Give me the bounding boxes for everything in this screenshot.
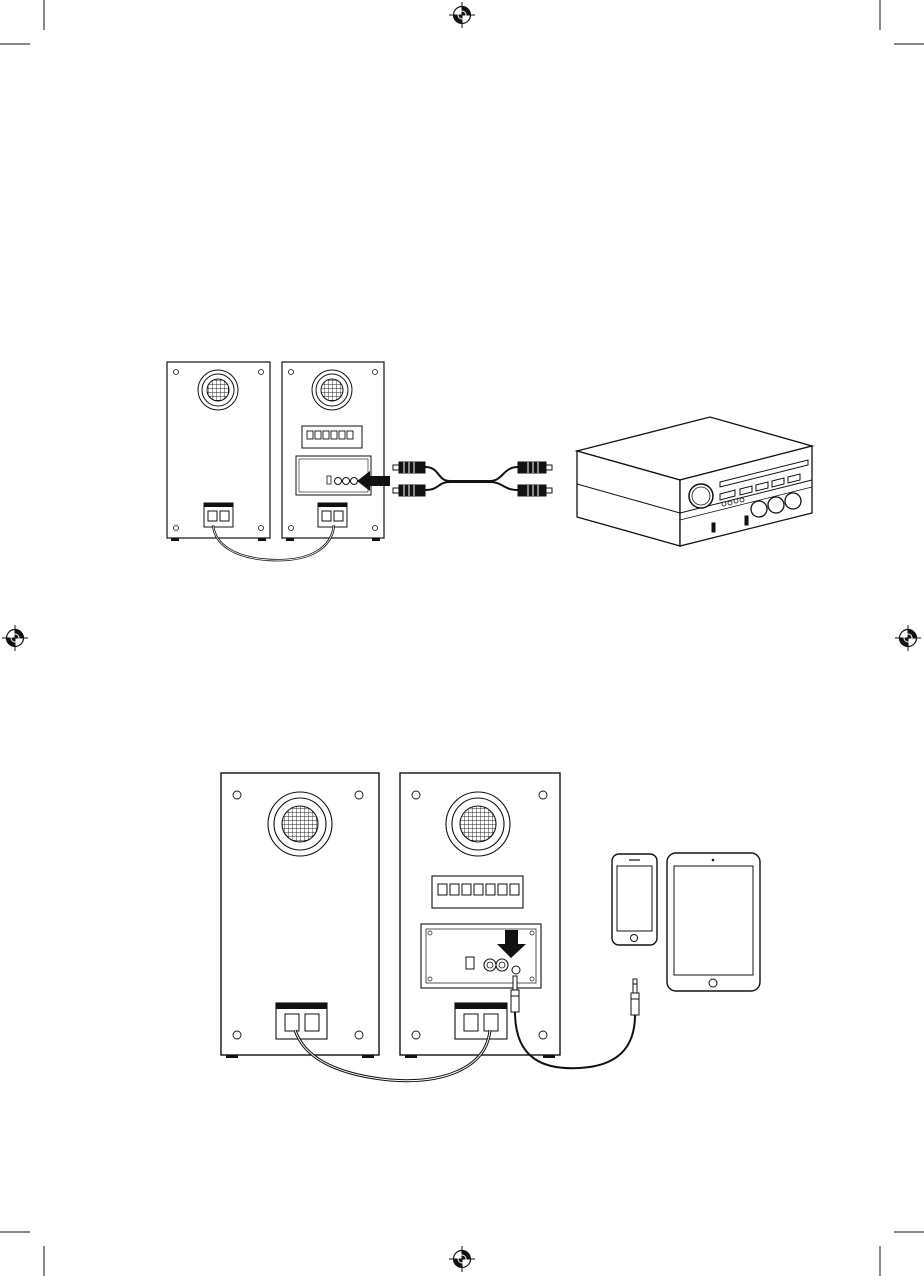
- right-speaker: [282, 362, 384, 541]
- registration-mark-icon: [449, 1246, 475, 1272]
- figure-amplifier-connection: [167, 362, 812, 560]
- amplifier: [577, 417, 812, 546]
- smartphone: [612, 854, 657, 945]
- left-speaker: [221, 773, 379, 1058]
- rca-cable: [393, 462, 552, 496]
- tablet: [667, 853, 760, 991]
- left-speaker: [167, 362, 270, 541]
- registration-mark-icon: [449, 2, 475, 28]
- registration-mark-icon: [895, 625, 921, 651]
- registration-mark-icon: [2, 625, 28, 651]
- right-speaker: [400, 773, 560, 1058]
- figure-aux-connection: [221, 773, 760, 1081]
